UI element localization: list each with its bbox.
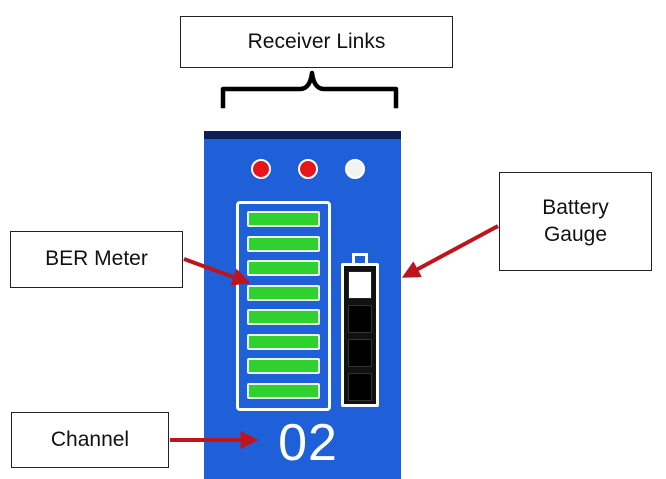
ber-meter-arrow: [184, 259, 247, 282]
battery-gauge-arrow: [405, 226, 498, 276]
receiver-links-brace: [223, 73, 396, 106]
